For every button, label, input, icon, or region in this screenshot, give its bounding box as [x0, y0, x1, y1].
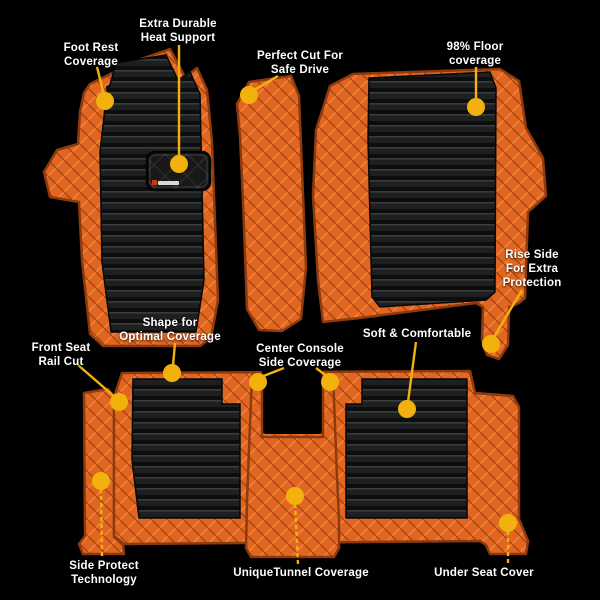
dot-under-seat-icon — [499, 514, 517, 532]
dot-rise-side-icon — [482, 335, 500, 353]
driver-front-mat — [42, 47, 308, 348]
callout-label-front-seat-rail: Front Seat Rail Cut — [31, 342, 91, 369]
dot-side-protect-icon — [92, 472, 110, 490]
leader-center-console-left — [260, 366, 285, 379]
callout-label-rise-side: Rise Side For Extra Protection — [502, 249, 562, 290]
callout-label-perfect-cut: Perfect Cut For Safe Drive — [256, 50, 344, 77]
dot-floor-coverage-icon — [467, 98, 485, 116]
leader-side-protect — [99, 488, 104, 559]
brand-chip — [152, 180, 179, 185]
driver-mat-carpet — [99, 54, 205, 333]
rear-tunnel-cutout — [262, 367, 323, 434]
dot-center-console-left-icon — [249, 373, 267, 391]
rear-mat-carpet-left — [131, 378, 241, 519]
dot-unique-tunnel-icon — [286, 487, 304, 505]
callout-label-unique-tunnel: UniqueTunnel Coverage — [233, 567, 369, 579]
dot-heat-support-icon — [170, 155, 188, 173]
leader-foot-rest — [95, 66, 106, 96]
leader-soft-comfort — [406, 341, 418, 403]
dot-center-console-right-icon — [321, 373, 339, 391]
callout-label-shape-optimal: Shape for Optimal Coverage — [119, 317, 221, 344]
callout-leaders — [77, 45, 524, 565]
callout-dots — [92, 86, 517, 532]
leader-unique-tunnel — [293, 503, 300, 565]
dot-front-seat-rail-icon — [110, 393, 128, 411]
callout-label-foot-rest: Foot Rest Coverage — [63, 42, 119, 69]
passenger-front-mat — [311, 67, 548, 361]
callout-label-center-console: Center Console Side Coverage — [256, 343, 344, 370]
driver-mat-right-wing — [235, 74, 308, 333]
passenger-mat-carpet — [367, 71, 497, 308]
rear-mat — [77, 367, 530, 559]
rear-tunnel — [244, 373, 341, 559]
callout-label-under-seat: Under Seat Cover — [434, 567, 534, 579]
dot-soft-comfort-icon — [398, 400, 416, 418]
callout-label-heat-support: Extra Durable Heat Support — [139, 18, 217, 45]
leader-shape-optimal — [171, 342, 177, 367]
callout-label-soft-comfort: Soft & Comfortable — [362, 328, 472, 340]
dot-perfect-cut-icon — [240, 86, 258, 104]
rear-mat-carpet-right — [345, 378, 468, 519]
callout-label-floor-coverage: 98% Floor coverage — [446, 41, 504, 68]
callout-label-side-protect: Side Protect Technology — [69, 560, 139, 587]
leader-front-seat-rail — [77, 364, 117, 399]
leader-rise-side — [492, 289, 524, 338]
dot-foot-rest-icon — [96, 92, 114, 110]
dot-shape-optimal-icon — [163, 364, 181, 382]
